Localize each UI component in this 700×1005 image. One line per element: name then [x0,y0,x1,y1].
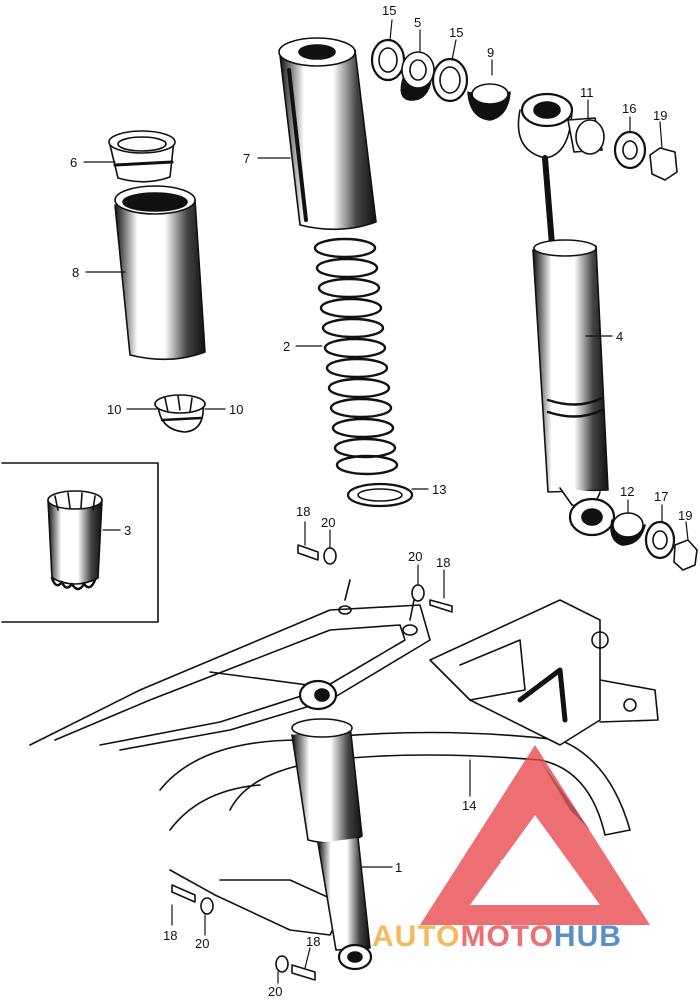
upper-right-fasteners [567,117,678,181]
callout-20-top-right: 20 [408,549,422,564]
shock-absorber-part [291,679,373,971]
callout-18-bottom-right: 18 [306,934,320,949]
bolt-washer-set [171,544,453,981]
lower-shroud-part [114,185,206,361]
washer-13-part [346,482,414,508]
upper-bushings [370,38,511,121]
callout-20-top-left: 20 [321,515,335,530]
callout-16: 16 [622,101,636,116]
watermark-text: AUTOMOTOHUB [372,920,622,953]
callout-19-top: 19 [653,108,667,123]
spring-seat-part [154,394,206,433]
callout-19-bottom: 19 [678,508,692,523]
callout-10-left: 10 [107,402,121,417]
callout-2: 2 [283,339,290,354]
callout-6: 6 [70,155,77,170]
coil-spring-part [313,237,399,476]
callout-20-bottom-left: 20 [195,936,209,951]
callout-17: 17 [654,489,668,504]
callout-4: 4 [616,329,623,344]
callout-15-left: 15 [382,3,396,18]
callout-15-right: 15 [449,25,463,40]
callout-9: 9 [487,45,494,60]
callout-11: 11 [580,85,594,100]
lower-right-fasteners [610,512,698,571]
damper-part [517,92,616,537]
callout-18-top-left: 18 [296,504,310,519]
callout-1: 1 [395,860,402,875]
leader-lines [83,19,689,984]
callout-labels: 1 2 3 4 5 6 7 8 9 10 10 11 12 13 14 15 1… [70,3,692,999]
triangle-logo-icon [420,745,650,925]
callout-3: 3 [124,523,131,538]
upper-shroud-part [278,37,377,231]
callout-14: 14 [462,798,476,813]
callout-8: 8 [72,265,79,280]
callout-10-right: 10 [229,402,243,417]
cup-part [108,130,176,183]
automotohub-watermark: AUTOMOTOHUB [372,745,650,953]
callout-5: 5 [414,15,421,30]
callout-18-bottom-left: 18 [163,928,177,943]
callout-13: 13 [432,482,446,497]
watermark-word-hub: HUB [554,920,622,953]
callout-12: 12 [620,484,634,499]
callout-20-bottom-right: 20 [268,984,282,999]
watermark-word-auto: AUTO [372,920,460,953]
callout-18-top-right: 18 [436,555,450,570]
inset-box [1,462,159,623]
callout-7: 7 [243,151,250,166]
watermark-word-moto: MOTO [460,920,553,953]
